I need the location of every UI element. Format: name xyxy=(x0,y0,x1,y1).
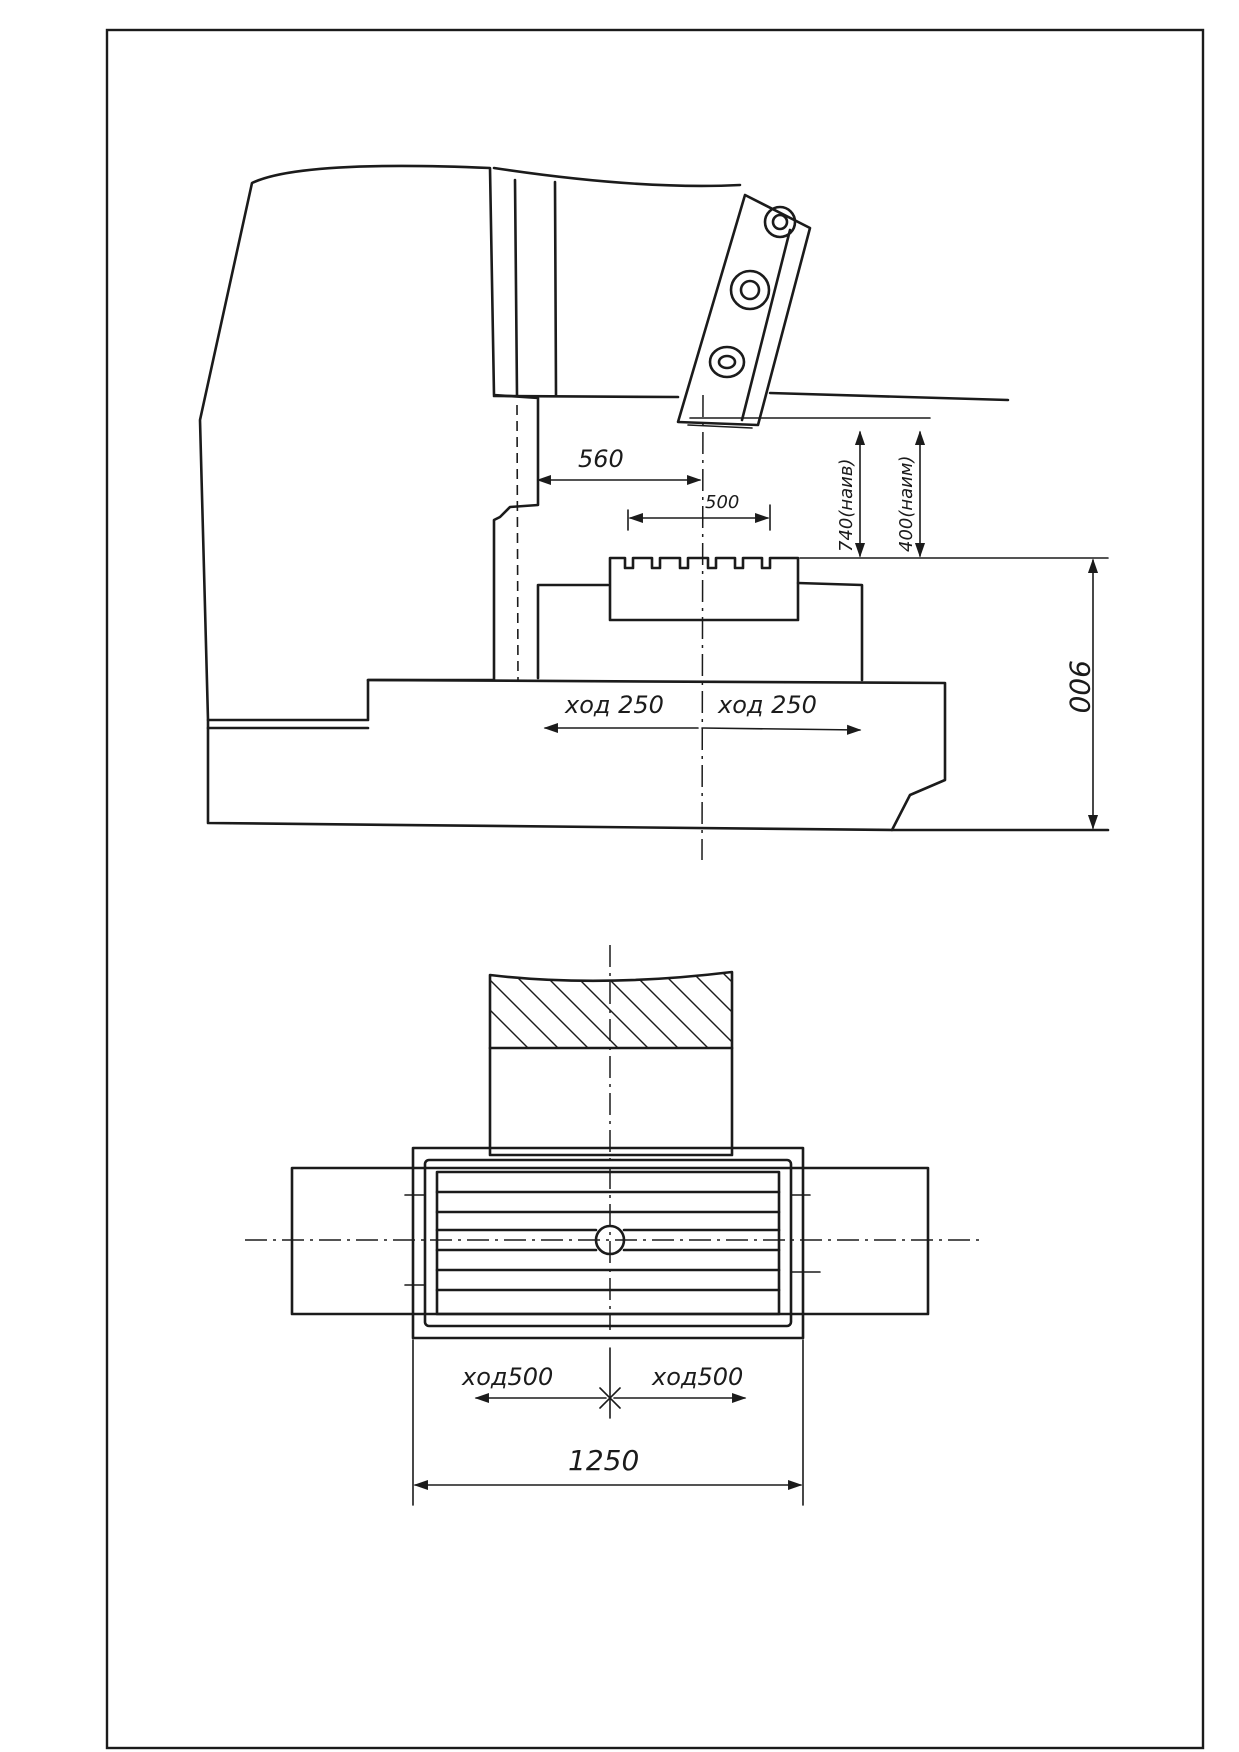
dim-740-label: 740(наив) xyxy=(836,458,857,552)
machine-base xyxy=(206,678,947,832)
side-axis xyxy=(701,394,704,861)
page-frame xyxy=(105,28,1205,1750)
dim-1250-label: 1250 xyxy=(568,1444,639,1477)
knee xyxy=(536,583,610,680)
plan-travel-left-label: ход500 xyxy=(461,1363,553,1391)
dim-900-label: 900 xyxy=(1063,660,1096,713)
column-outline xyxy=(198,164,540,722)
dim-400-label: 400(наим) xyxy=(896,456,917,552)
dim-500-label: 500 xyxy=(705,492,739,513)
plan-view: ход500 ход500 1250 xyxy=(245,945,980,1506)
travel-right-label: ход 250 xyxy=(717,691,817,719)
table-t-slots xyxy=(608,556,800,622)
travel-left-label: ход 250 xyxy=(564,691,664,719)
table-center-hole xyxy=(594,1224,626,1256)
side-view: 560 500 740(наив) 400(наим) 900 ход 250 … xyxy=(198,164,1110,861)
arm-top xyxy=(492,166,742,188)
section-hatching xyxy=(490,972,732,1048)
plan-travel-right-label: ход500 xyxy=(651,1363,743,1391)
tool-head xyxy=(676,193,812,429)
column-section xyxy=(488,970,734,1157)
table-plan xyxy=(411,1146,805,1340)
dim-560-label: 560 xyxy=(578,445,624,473)
